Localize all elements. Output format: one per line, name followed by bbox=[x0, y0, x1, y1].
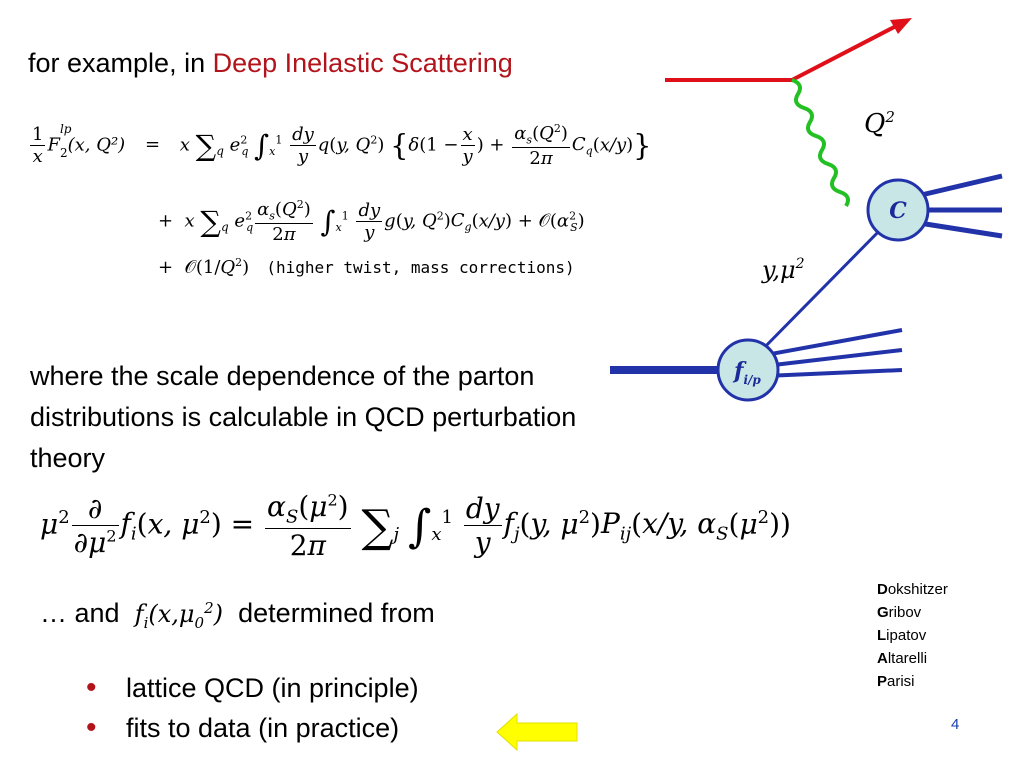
page-number: 4 bbox=[951, 716, 960, 733]
dglap-name: Dokshitzer bbox=[877, 581, 948, 598]
dglap-name: Lipatov bbox=[877, 627, 927, 644]
and-prefix: … and bbox=[40, 598, 120, 628]
c-label: C bbox=[889, 198, 907, 224]
bullet-label: fits to data (in practice) bbox=[126, 713, 400, 743]
bullet-item: • lattice QCD (in principle) bbox=[86, 670, 419, 710]
eq1-row3: + 𝒪(1/Q2) (higher twist, mass correction… bbox=[158, 256, 575, 278]
f-out-line-2 bbox=[764, 348, 903, 368]
intro-line: for example, in Deep Inelastic Scatterin… bbox=[28, 48, 513, 79]
pdf-blob bbox=[716, 338, 780, 402]
dglap-name: Altarelli bbox=[877, 650, 928, 667]
q2-label: Q2 bbox=[864, 108, 895, 139]
yellow-left-arrow-icon bbox=[496, 712, 578, 752]
photon-wavy-line bbox=[791, 78, 850, 208]
and-line: … and fi(x,μ02) determined from bbox=[40, 598, 435, 632]
dglap-name: Gribov bbox=[877, 604, 922, 621]
bullet-label: lattice QCD (in principle) bbox=[126, 673, 419, 703]
intro-highlight: Deep Inelastic Scattering bbox=[212, 48, 513, 78]
bullet-dot-icon: • bbox=[86, 671, 97, 704]
y-mu-label: y,μ2 bbox=[761, 256, 805, 284]
outgoing-electron-line bbox=[791, 22, 901, 82]
where-paragraph: where the scale dependence of the parton… bbox=[30, 361, 577, 473]
dglap-names: Dokshitzer Gribov Lipatov Altarelli Pari… bbox=[877, 578, 948, 693]
f-out-line-3 bbox=[764, 368, 903, 378]
bullet-item: • fits to data (in practice) bbox=[86, 710, 419, 750]
parton-line bbox=[748, 220, 890, 364]
f-label: fi/p bbox=[732, 358, 761, 387]
dglap-name: Parisi bbox=[877, 673, 915, 690]
and-suffix: determined from bbox=[238, 598, 435, 628]
initial-pdf-expression: fi(x,μ02) bbox=[127, 599, 231, 632]
hard-scatter-blob bbox=[866, 178, 930, 242]
electron-arrow-icon bbox=[890, 18, 912, 34]
bullet-dot-icon: • bbox=[86, 711, 97, 744]
f-out-line-1 bbox=[759, 328, 903, 358]
bullet-list: • lattice QCD (in principle) • fits to dat… bbox=[86, 670, 419, 750]
intro-prefix: for example, in bbox=[28, 48, 213, 78]
dis-diagram: Q2 C y,μ2 fi/p bbox=[610, 18, 1003, 402]
